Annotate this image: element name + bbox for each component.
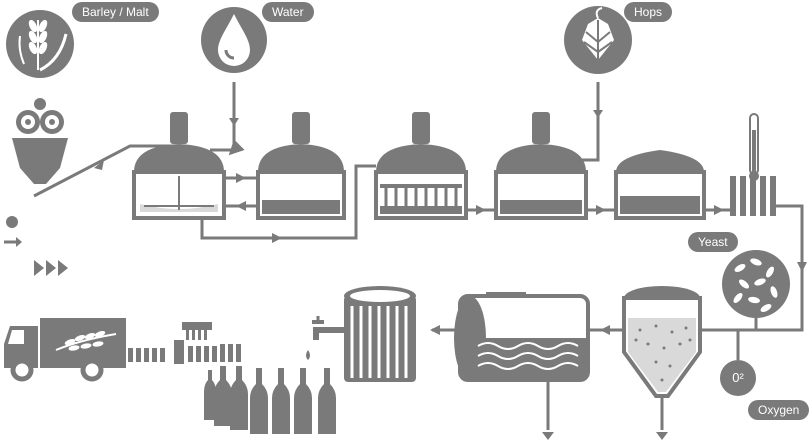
- faucet-icon: [306, 316, 344, 360]
- conditioning-tank: [454, 292, 588, 440]
- whirlpool: [496, 112, 586, 218]
- direction-arrows: [34, 260, 68, 276]
- water-circle: [201, 7, 267, 73]
- bottle-line: [128, 344, 241, 362]
- filter-drum: [344, 286, 416, 382]
- delivery-truck-icon: [4, 318, 126, 379]
- heat-exchanger: [730, 114, 776, 216]
- mash-tun: [134, 112, 224, 218]
- yeast-circle: [722, 250, 790, 318]
- grain-mill: [12, 98, 68, 184]
- barley-circle: [6, 10, 74, 78]
- hops-circle: [564, 6, 632, 74]
- beer-bottles: [204, 366, 336, 434]
- fermenter: [624, 286, 700, 440]
- lauter-tun: [258, 112, 344, 218]
- wort-tank: [616, 150, 704, 218]
- wort-kettle: [376, 112, 466, 218]
